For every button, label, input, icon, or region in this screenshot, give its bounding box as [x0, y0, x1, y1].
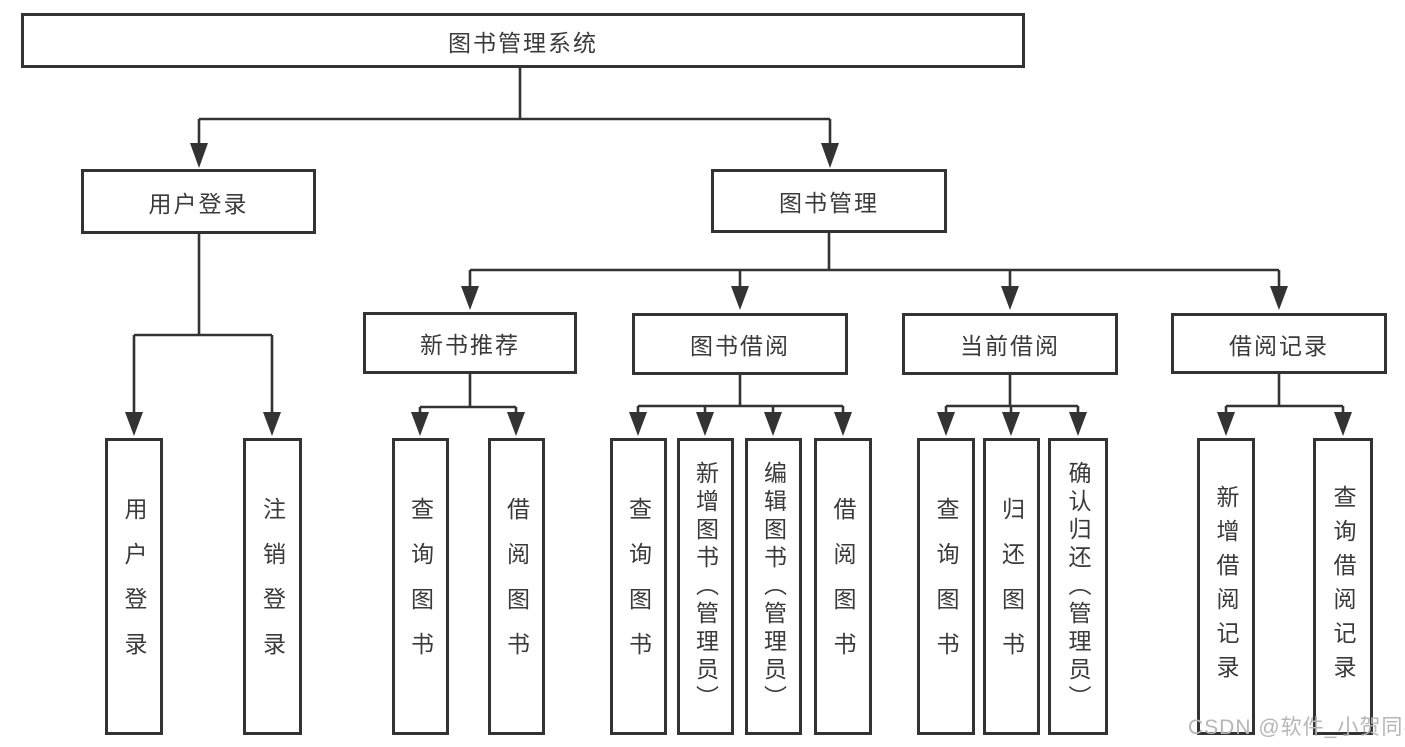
- node-user-login: 用户登录: [81, 169, 316, 234]
- node-label: 查询借阅记录: [1330, 484, 1356, 689]
- node-label: 当前借阅: [960, 333, 1060, 359]
- node-label: 用户登录: [121, 496, 147, 677]
- node-leaf-borrow-book-bb: 借阅图书: [814, 438, 872, 735]
- node-current-borrowing: 当前借阅: [902, 313, 1118, 375]
- node-leaf-add-book-admin: 新增图书（管理员）: [677, 438, 734, 735]
- node-leaf-confirm-return-admin: 确认归还（管理员）: [1048, 438, 1108, 735]
- node-borrowing-records: 借阅记录: [1171, 313, 1387, 374]
- node-leaf-return-book: 归还图书: [983, 438, 1040, 735]
- node-leaf-logout: 注销登录: [243, 438, 302, 735]
- node-label: 借阅图书: [503, 496, 530, 677]
- node-library-management-system: 图书管理系统: [21, 13, 1025, 68]
- node-label: 归还图书: [998, 496, 1025, 677]
- node-label: 图书借阅: [690, 333, 790, 359]
- node-label: 新增图书（管理员）: [692, 460, 719, 713]
- node-label: 图书管理: [779, 190, 879, 216]
- node-book-borrowing: 图书借阅: [632, 313, 848, 375]
- node-label: 图书管理系统: [448, 29, 598, 56]
- node-new-book-recommendation: 新书推荐: [363, 312, 577, 374]
- node-leaf-query-borrow-record: 查询借阅记录: [1313, 438, 1373, 735]
- node-label: 查询图书: [625, 496, 652, 677]
- node-label: 查询图书: [407, 496, 434, 677]
- node-leaf-borrow-book-rec: 借阅图书: [488, 438, 545, 735]
- node-label: 新书推荐: [420, 332, 520, 358]
- node-leaf-user-login: 用户登录: [105, 438, 163, 735]
- node-leaf-add-borrow-record: 新增借阅记录: [1197, 438, 1255, 735]
- node-label: 确认归还（管理员）: [1065, 460, 1091, 713]
- node-label: 借阅图书: [830, 496, 856, 677]
- node-leaf-edit-book-admin: 编辑图书（管理员）: [745, 438, 802, 735]
- node-label: 用户登录: [148, 190, 249, 217]
- node-leaf-query-book-rec: 查询图书: [392, 438, 449, 735]
- node-label: 编辑图书（管理员）: [760, 460, 787, 713]
- node-leaf-query-book-cb: 查询图书: [917, 438, 975, 735]
- node-label: 注销登录: [259, 496, 286, 677]
- node-leaf-query-book-bb: 查询图书: [610, 438, 667, 735]
- csdn-watermark: CSDN @软件_小贺同学: [1188, 716, 1405, 739]
- node-label: 新增借阅记录: [1213, 484, 1239, 689]
- node-label: 查询图书: [933, 496, 959, 677]
- node-book-management: 图书管理: [711, 169, 947, 233]
- node-label: 借阅记录: [1229, 332, 1329, 359]
